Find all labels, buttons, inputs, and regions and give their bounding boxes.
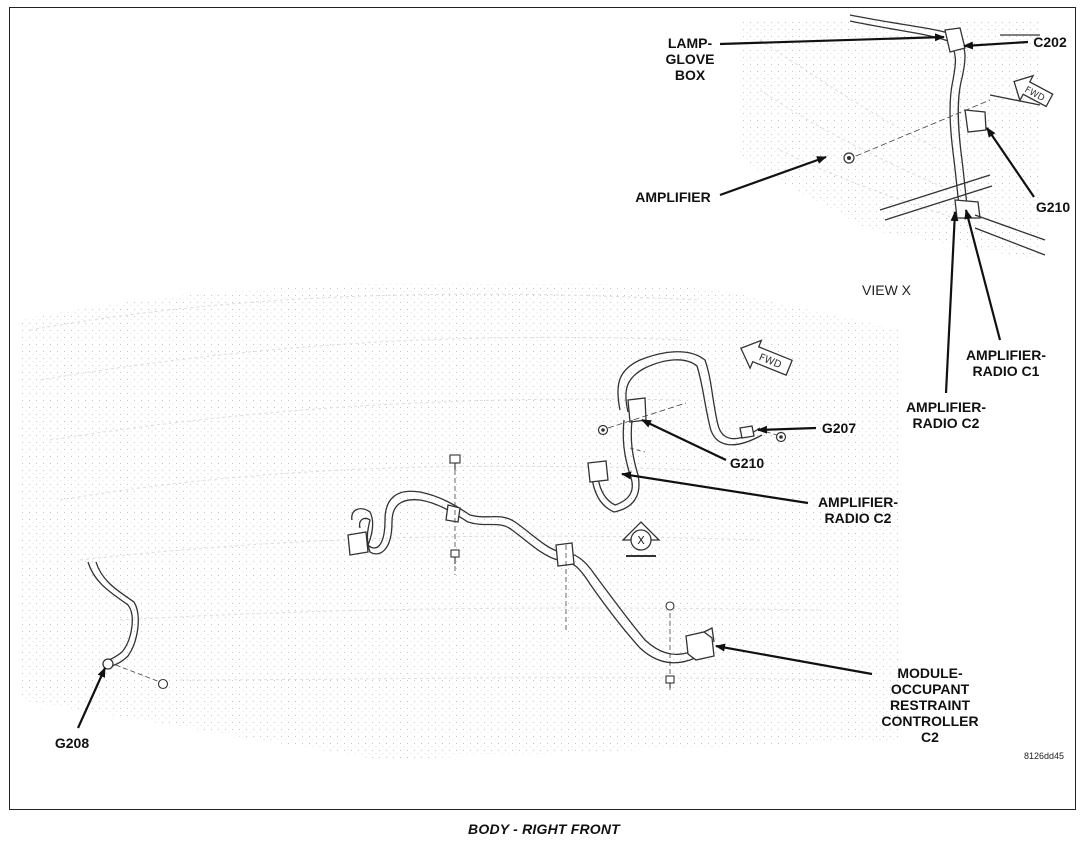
diagram-frame (9, 7, 1076, 810)
g207-bolt-icon (775, 431, 787, 443)
callout-arrows (76, 33, 1035, 729)
view-x-marker-icon: X (621, 521, 661, 557)
amplifier-bolt-icon (843, 152, 855, 164)
g208-harness (87, 561, 139, 670)
g207-label: G207 (821, 420, 857, 436)
main-harness-upper (587, 351, 763, 513)
background-structure (20, 20, 1040, 760)
amplifier-leader-line (855, 99, 991, 157)
lamp-glove-box-label: LAMP- GLOVE BOX (665, 35, 715, 83)
figure-reference-code: 8126dd45 (1024, 751, 1065, 761)
amplifier-radio-c1-label: AMPLIFIER- RADIO C1 (965, 347, 1047, 379)
view-x-label: VIEW X (862, 282, 912, 298)
figure-caption: BODY - RIGHT FRONT (468, 821, 620, 837)
g208-label: G208 (54, 735, 90, 751)
fastener-bolt-icons (157, 454, 675, 690)
fwd-arrow-icon: FWD (740, 339, 793, 377)
view-marker-text: X (637, 534, 645, 547)
amplifier-radio-c2-main-label: AMPLIFIER- RADIO C2 (817, 494, 899, 526)
c202-label: C202 (1033, 34, 1067, 50)
fastener-lines (107, 462, 671, 690)
fwd-arrow-icon: FWD (1013, 74, 1054, 108)
g210-main-label: G210 (729, 455, 765, 471)
g210-view-label: G210 (1035, 199, 1071, 215)
amplifier-radio-c2-view-label: AMPLIFIER- RADIO C2 (905, 399, 987, 431)
g210-bolt-icon (597, 424, 609, 436)
main-harness-lower (347, 490, 715, 664)
amplifier-label: AMPLIFIER (635, 189, 711, 205)
orc-module-c2-label: MODULE- OCCUPANT RESTRAINT CONTROLLER C2 (881, 665, 979, 745)
